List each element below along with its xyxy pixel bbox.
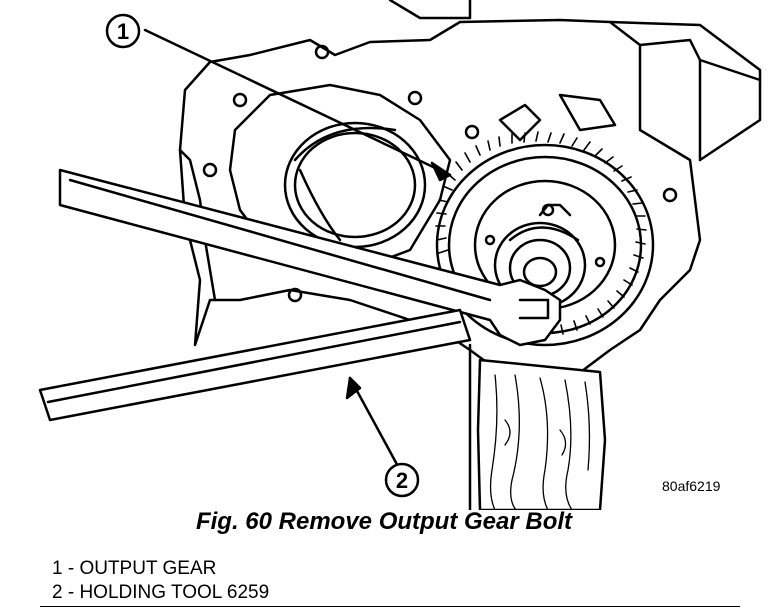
wood-grain [489,374,591,510]
callout-2-label: 2 [396,468,408,493]
legend-item-2: 2 - HOLDING TOOL 6259 [52,582,270,603]
callout-2-leader [348,376,402,472]
housing-right [608,20,762,162]
figure-id: 80af6219 [662,478,721,494]
illustration: 1 2 [38,0,762,510]
callout-1-label: 1 [117,19,129,44]
bolt-boss [232,92,248,108]
bolt-boss [314,44,330,60]
legend: 1 - OUTPUT GEAR 2 - HOLDING TOOL 6259 [52,557,269,605]
breaker-bar [38,308,472,422]
housing-outline [178,18,702,392]
gear-teeth [435,131,647,335]
inner-flange [228,83,452,267]
bolt-boss [287,287,303,303]
callout-2-circle [384,462,420,498]
wood-block [476,358,607,510]
output-gear [435,143,655,347]
callout-1-leader [143,28,452,177]
bolt-boss [464,124,480,140]
legend-item-1: 1 - OUTPUT GEAR [52,558,217,579]
housing-back [388,0,472,20]
callout-1-circle [105,13,141,49]
figure-caption: Fig. 60 Remove Output Gear Bolt [195,508,573,535]
bottom-rule [40,606,740,607]
bolt-boss [662,187,678,203]
bolt-boss [202,162,218,178]
holding-tool [58,168,562,347]
bolt-boss [407,90,423,106]
